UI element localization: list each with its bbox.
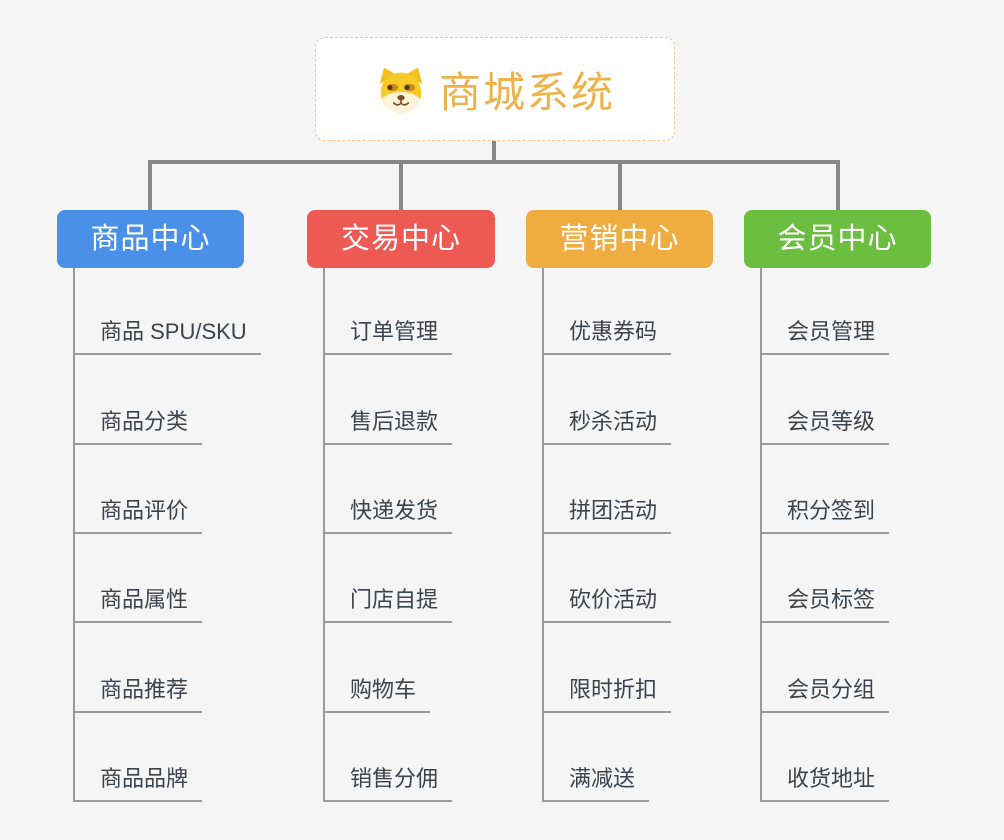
connector-drop xyxy=(148,162,152,210)
connector-root-stem xyxy=(492,141,496,162)
branch-node-products[interactable]: 商品中心 xyxy=(57,210,244,268)
leaf-node[interactable]: 销售分佣 xyxy=(323,764,453,802)
leaf-node[interactable]: 商品评价 xyxy=(73,496,203,534)
leaf-node[interactable]: 会员管理 xyxy=(760,317,890,355)
leaf-node[interactable]: 会员等级 xyxy=(760,407,890,445)
doge-icon xyxy=(375,65,427,114)
connector-horizontal-bar xyxy=(148,160,840,164)
leaf-node[interactable]: 优惠券码 xyxy=(542,317,672,355)
branch-rail xyxy=(323,268,325,802)
leaf-node[interactable]: 商品品牌 xyxy=(73,764,203,802)
root-title: 商城系统 xyxy=(438,68,615,116)
leaf-node[interactable]: 购物车 xyxy=(323,675,431,713)
leaf-node[interactable]: 积分签到 xyxy=(760,496,890,534)
leaf-node[interactable]: 商品 SPU/SKU xyxy=(73,317,261,355)
leaf-node[interactable]: 砍价活动 xyxy=(542,585,672,623)
leaf-node[interactable]: 商品属性 xyxy=(73,585,203,623)
leaf-node[interactable]: 门店自提 xyxy=(323,585,453,623)
leaf-node[interactable]: 拼团活动 xyxy=(542,496,672,534)
leaf-node[interactable]: 秒杀活动 xyxy=(542,407,672,445)
leaf-node[interactable]: 会员分组 xyxy=(760,675,890,713)
branch-node-members[interactable]: 会员中心 xyxy=(744,210,931,268)
leaf-node[interactable]: 会员标签 xyxy=(760,585,890,623)
branch-node-marketing[interactable]: 营销中心 xyxy=(526,210,713,268)
leaf-node[interactable]: 满减送 xyxy=(542,764,650,802)
leaf-node[interactable]: 售后退款 xyxy=(323,407,453,445)
connector-drop xyxy=(836,162,840,210)
leaf-node[interactable]: 商品推荐 xyxy=(73,675,203,713)
branch-rail xyxy=(542,268,544,802)
leaf-node[interactable]: 订单管理 xyxy=(323,317,453,355)
branch-rail xyxy=(73,268,75,802)
branch-rail xyxy=(760,268,762,802)
connector-drop xyxy=(399,162,403,210)
leaf-node[interactable]: 商品分类 xyxy=(73,407,203,445)
leaf-node[interactable]: 收货地址 xyxy=(760,764,890,802)
connector-drop xyxy=(618,162,622,210)
root-node[interactable]: 商城系统 xyxy=(315,37,675,141)
leaf-node[interactable]: 快递发货 xyxy=(323,496,453,534)
leaf-node[interactable]: 限时折扣 xyxy=(542,675,672,713)
branch-node-trade[interactable]: 交易中心 xyxy=(307,210,495,268)
